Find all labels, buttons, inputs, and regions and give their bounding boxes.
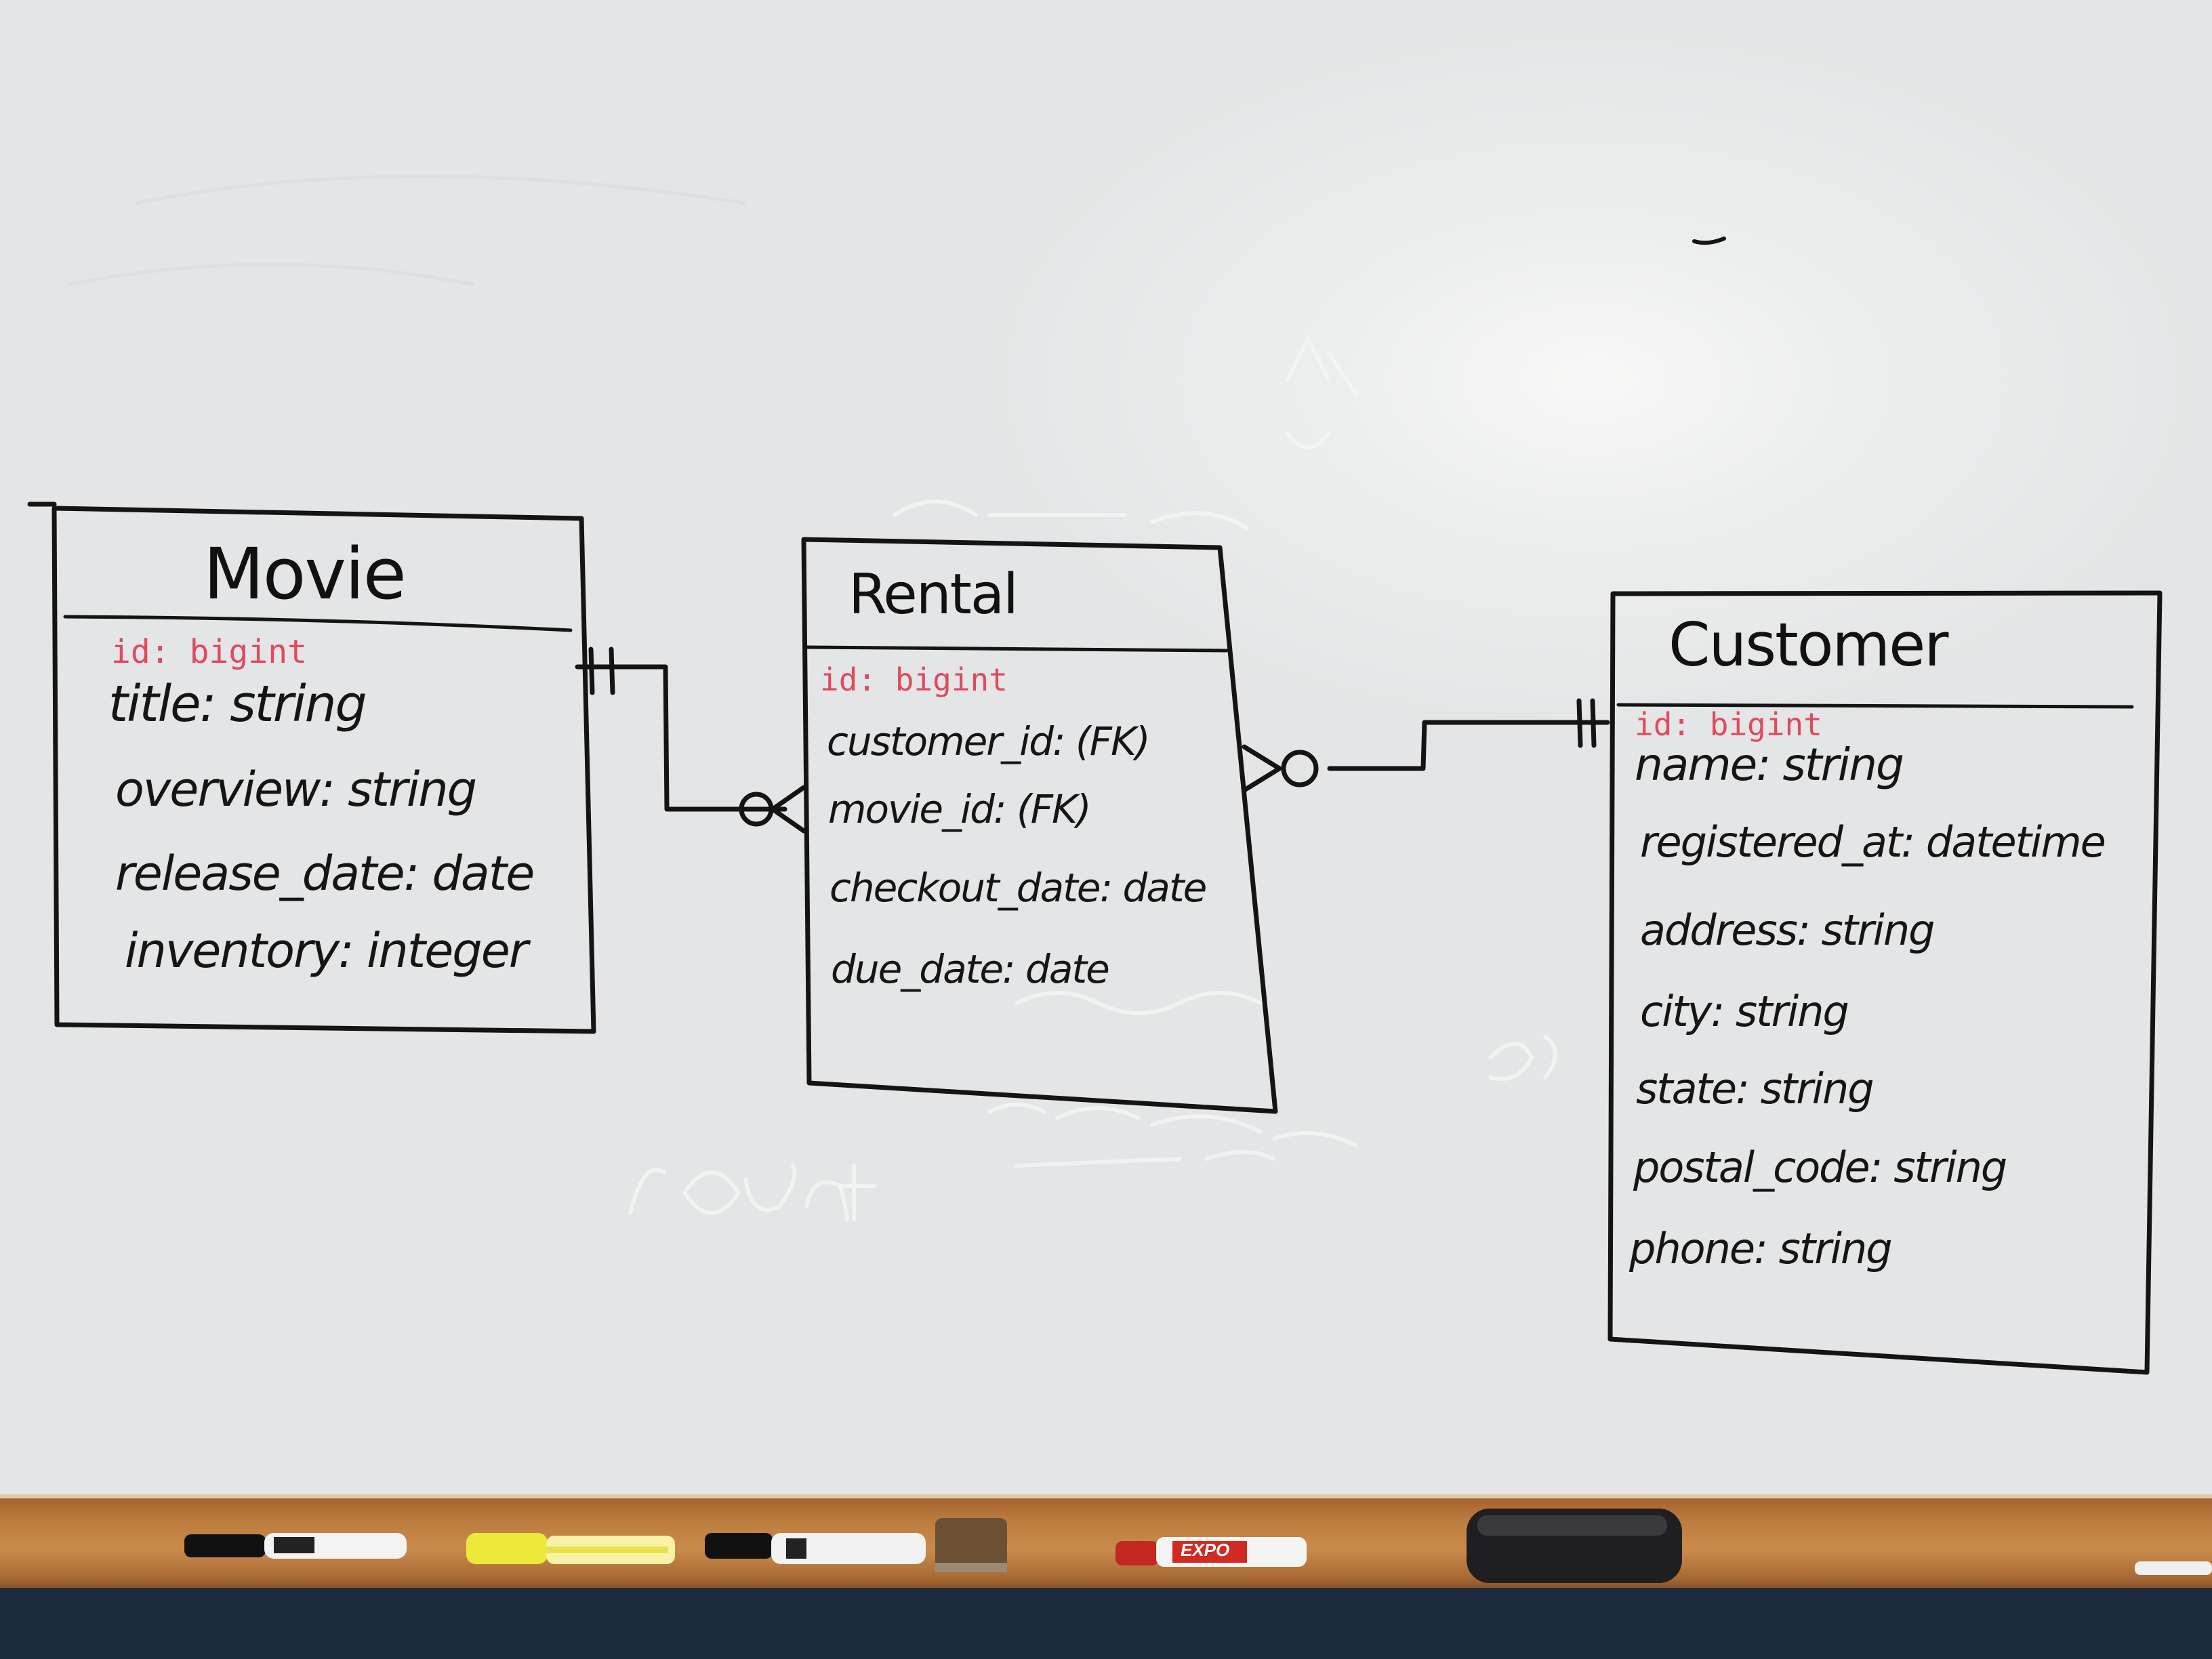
rental-attr-customer-id: customer_id: (FK): [827, 718, 1149, 764]
customer-attr-city: city: string: [1640, 987, 1848, 1036]
movie-attr-id: id: bigint: [111, 633, 307, 671]
crows-foot-many: [1244, 747, 1279, 790]
whiteboard: Movie id: bigint title: string overview:…: [0, 0, 2212, 1494]
one-mandatory-tick-2: [1593, 701, 1594, 745]
relationship-movie-rental: [577, 649, 804, 831]
rental-attr-due-date: due_date: date: [831, 946, 1109, 992]
customer-attr-postal-code: postal_code: string: [1633, 1143, 2006, 1192]
one-mandatory-tick-2: [611, 649, 613, 693]
one-mandatory-tick-1: [1579, 701, 1580, 745]
rental-attr-id: id: bigint: [820, 661, 1008, 698]
large-black-eraser[interactable]: [1467, 1509, 1682, 1583]
customer-attr-state: state: string: [1636, 1064, 1873, 1113]
rental-entity-title: Rental: [848, 562, 1017, 627]
movie-attr-inventory: inventory: integer: [125, 923, 527, 979]
expo-marker-label: EXPO: [1181, 1540, 1229, 1561]
rental-attr-movie-id: movie_id: (FK): [828, 786, 1090, 832]
chalk-piece[interactable]: [2135, 1561, 2212, 1575]
movie-entity-title: Movie: [203, 533, 405, 615]
customer-entity-title: Customer: [1668, 610, 1947, 680]
movie-attr-title: title: string: [108, 675, 366, 733]
customer-attr-registered-at: registered_at: datetime: [1640, 817, 2105, 867]
small-eraser[interactable]: [935, 1518, 1007, 1572]
customer-attr-name: name: string: [1635, 739, 1903, 791]
one-mandatory-tick-1: [591, 649, 592, 693]
rental-attr-checkout-date: checkout_date: date: [830, 865, 1206, 911]
yellow-marker[interactable]: [466, 1533, 675, 1564]
relationship-rental-customer: [1244, 701, 1607, 790]
customer-attr-address: address: string: [1640, 905, 1934, 955]
stray-ink-mark: [1694, 239, 1724, 243]
movie-attr-release-date: release_date: date: [115, 846, 533, 901]
customer-attr-phone: phone: string: [1629, 1224, 1891, 1273]
zero-optional-circle: [1284, 752, 1316, 785]
wall-below-board: [0, 1588, 2212, 1659]
black-marker-left[interactable]: [184, 1533, 407, 1559]
movie-attr-overview: overview: string: [115, 762, 476, 817]
customer-attr-id: id: bigint: [1635, 706, 1822, 743]
